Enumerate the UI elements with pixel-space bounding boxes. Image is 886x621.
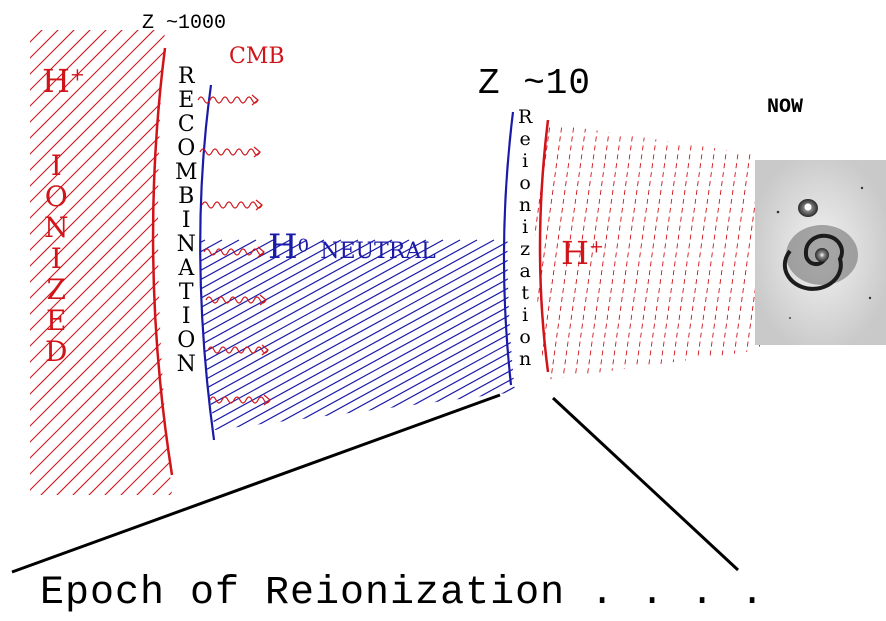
reionization-letter: o: [519, 172, 530, 194]
recombination-letter: N: [177, 233, 196, 257]
ionized-vertical-label: IONIZED: [44, 150, 69, 367]
reionization-letter: n: [519, 348, 531, 370]
hatch-line: [397, 240, 817, 470]
hatch-line: [704, 110, 744, 400]
hatch-line: [668, 110, 708, 400]
hatch-line: [0, 20, 484, 540]
hatch-line: [210, 240, 630, 470]
h-plus-left-label: H+: [42, 65, 85, 97]
hatch-line: [716, 110, 756, 400]
h-plus-right-label: H+: [561, 237, 604, 269]
reionization-letter: o: [519, 326, 530, 348]
reionization-letter: R: [518, 106, 532, 128]
ionized-letter: Z: [47, 274, 66, 305]
hatch-line: [608, 110, 648, 400]
recombination-boundary-red: [153, 48, 172, 475]
recombination-letter: N: [177, 353, 196, 377]
recombination-letter: E: [178, 89, 194, 113]
ionized-letter: O: [45, 181, 68, 212]
reionization-vertical-label: Reionization: [518, 106, 532, 370]
hatch-line: [227, 240, 647, 470]
hatch-line: [0, 20, 36, 540]
reionization-letter: a: [519, 260, 530, 282]
ionized-letter: I: [51, 150, 62, 181]
now-label: NOW: [767, 98, 803, 118]
hatch-line: [108, 240, 528, 470]
hatch-line: [40, 240, 460, 470]
hatch-line: [74, 240, 494, 470]
hatch-line: [346, 240, 766, 470]
reionization-letter: e: [520, 128, 531, 150]
cmb-photon-wave: [202, 202, 262, 208]
hatch-line: [0, 240, 154, 470]
hatch-line: [0, 20, 164, 540]
recombination-letter: A: [178, 257, 194, 281]
cmb-label: CMB: [229, 46, 285, 68]
hatch-line: [656, 110, 696, 400]
hatch-line: [159, 240, 579, 470]
hatch-line: [440, 110, 480, 400]
reionization-letter: i: [522, 150, 528, 172]
recombination-letter: I: [182, 305, 191, 329]
ionized-letter: D: [45, 336, 67, 367]
hatch-line: [0, 240, 256, 470]
epoch-of-reionization-caption: Epoch of Reionization . . . .: [40, 574, 765, 614]
ionized-letter: N: [44, 212, 69, 243]
hatch-line: [0, 20, 20, 540]
hatch-line: [620, 110, 660, 400]
z-reionization-label: Z ~10: [478, 66, 591, 102]
recombination-boundary-blue: [200, 85, 214, 440]
hatch-line: [0, 20, 260, 540]
recombination-letter: R: [178, 65, 195, 89]
recombination-letter: O: [177, 329, 195, 353]
reionization-letter: n: [519, 194, 531, 216]
recombination-letter: B: [178, 185, 194, 209]
hatch-line: [680, 110, 720, 400]
hatch-line: [363, 240, 783, 470]
reionization-letter: i: [522, 216, 528, 238]
hatch-line: [278, 240, 698, 470]
recombination-letter: I: [182, 209, 191, 233]
hatch-line: [632, 110, 672, 400]
hatch-line: [0, 20, 196, 540]
cmb-photon-wave: [200, 149, 260, 155]
cmb-photon-wave: [198, 97, 258, 103]
hatch-line: [476, 110, 516, 400]
h0-neutral-label: H0 NEUTRAL: [268, 230, 436, 264]
reionization-letter: z: [520, 238, 530, 260]
ionized-letter: I: [51, 243, 62, 274]
hatch-line: [0, 240, 188, 470]
z-recombination-label: Z ~1000: [142, 14, 226, 34]
reionization-letter: t: [521, 282, 529, 304]
hatch-line: [193, 240, 613, 470]
reionization-boundary-red: [540, 120, 548, 372]
recombination-letter: M: [175, 161, 198, 185]
reionization-letter: i: [522, 304, 528, 326]
hatch-line: [261, 240, 681, 470]
hatch-line: [188, 20, 708, 540]
hatch-line: [57, 240, 477, 470]
hatch-line: [692, 110, 732, 400]
hatch-line: [28, 20, 548, 540]
recombination-letter: T: [179, 281, 194, 305]
recombination-letter: C: [178, 113, 195, 137]
ionized-letter: E: [46, 305, 66, 336]
spiral-galaxy-photo: [755, 160, 886, 345]
recombination-letter: O: [177, 137, 195, 161]
hatch-line: [644, 110, 684, 400]
zoom-line-right: [553, 398, 738, 570]
